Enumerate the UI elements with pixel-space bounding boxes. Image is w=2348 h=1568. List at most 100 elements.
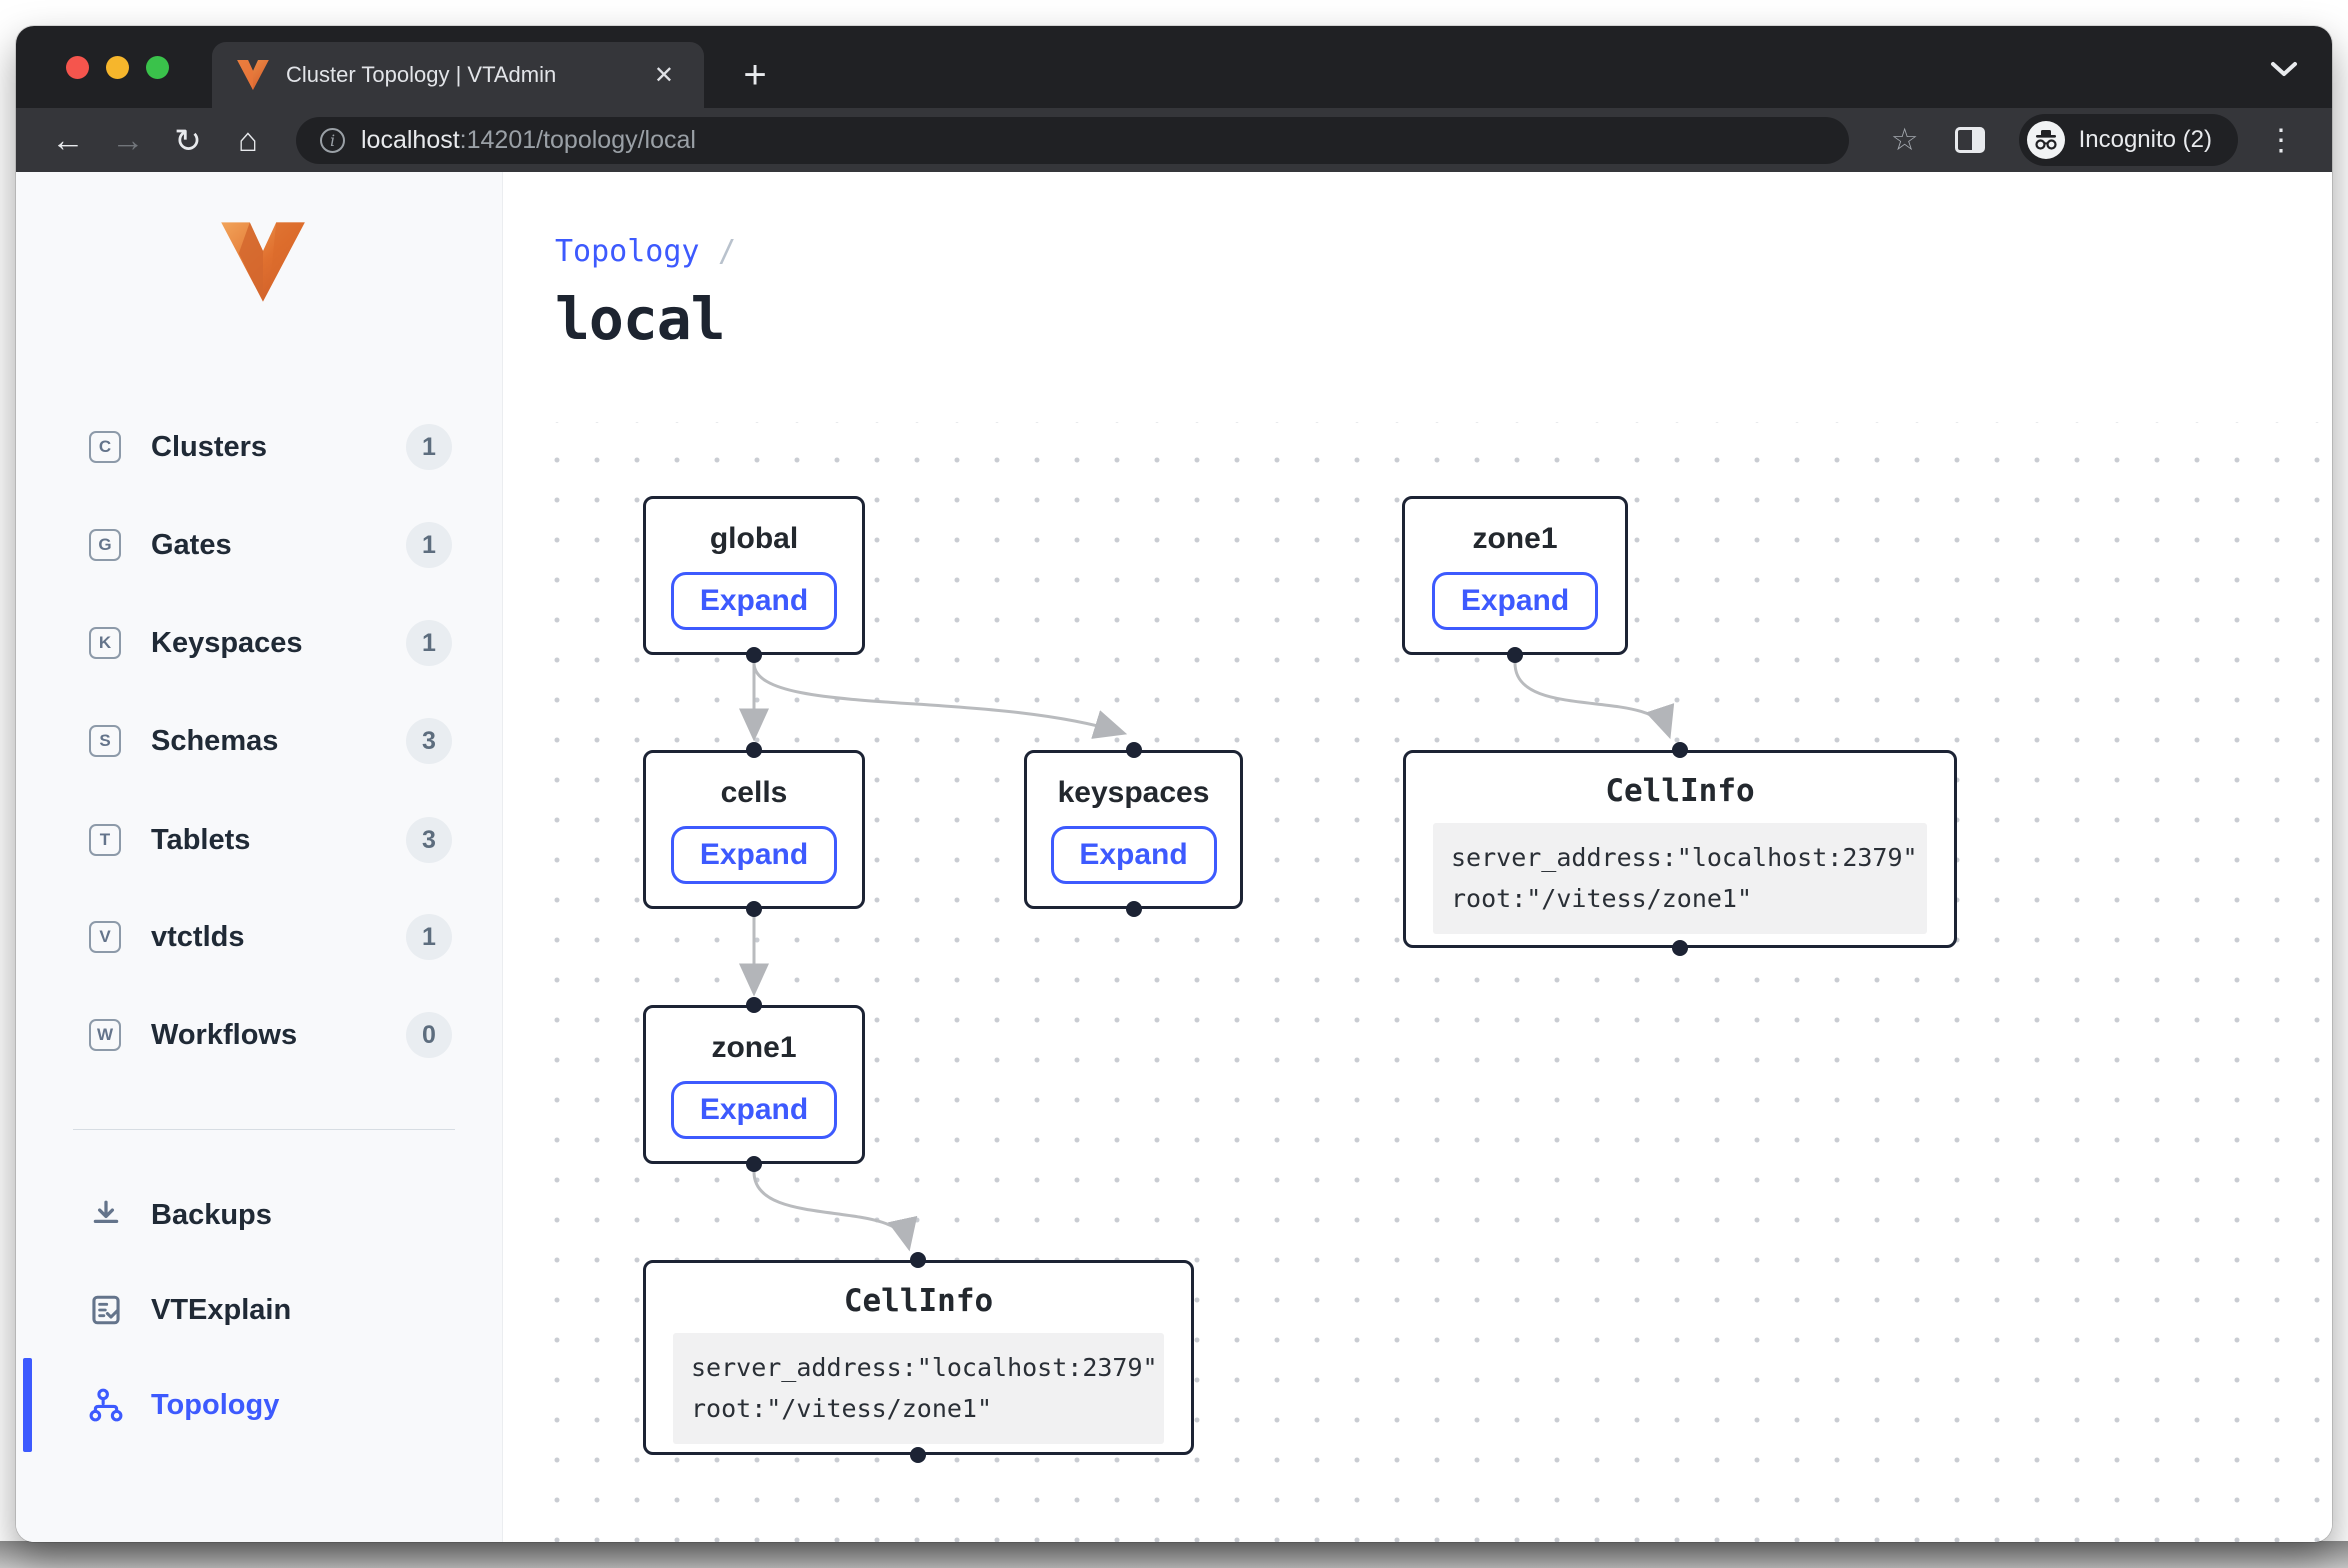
sidebar-item-schemas[interactable]: S Schemas 3 xyxy=(16,709,502,773)
expand-button-keyspaces[interactable]: Expand xyxy=(1050,825,1217,884)
sidebar-item-keyspaces[interactable]: K Keyspaces 1 xyxy=(16,611,502,675)
topology-icon xyxy=(89,1388,123,1422)
sidebar-item-label: Gates xyxy=(151,528,232,561)
keyspaces-letter-icon: K xyxy=(89,627,121,659)
url-host: localhost xyxy=(361,125,460,154)
clusters-letter-icon: C xyxy=(89,431,121,463)
node-zone1-bottom: zone1 Expand xyxy=(643,1005,865,1164)
new-tab-button[interactable]: + xyxy=(743,52,767,97)
node-title: cells xyxy=(720,775,788,809)
expand-button-zone1-top[interactable]: Expand xyxy=(1432,571,1598,630)
node-keyspaces: keyspaces Expand xyxy=(1024,750,1243,909)
node-title: keyspaces xyxy=(1057,775,1210,809)
sidebar-item-workflows[interactable]: W Workflows 0 xyxy=(16,1003,502,1067)
code-line: root:"/vitess/zone1" xyxy=(691,1393,993,1423)
expand-button-global[interactable]: Expand xyxy=(671,571,837,630)
home-icon[interactable]: ⌂ xyxy=(238,121,258,158)
sidebar-item-label: Topology xyxy=(151,1388,280,1421)
tab-search-chevron-icon[interactable] xyxy=(2264,52,2304,86)
page-title: local xyxy=(555,285,726,353)
sidebar-divider xyxy=(73,1129,455,1130)
incognito-icon xyxy=(2026,121,2065,159)
vitess-logo xyxy=(221,222,305,302)
forward-icon[interactable]: → xyxy=(111,121,145,158)
page-header: Topology / local xyxy=(555,234,736,353)
sidebar-item-topology[interactable]: Topology xyxy=(16,1373,502,1437)
workflows-letter-icon: W xyxy=(89,1019,121,1051)
incognito-badge[interactable]: Incognito (2) xyxy=(2018,114,2238,166)
desktop-background xyxy=(0,1541,2348,1568)
sidebar: C Clusters 1 G Gates 1 K Keyspaces 1 S S… xyxy=(16,172,503,1542)
code-line: server_address:"localhost:2379" xyxy=(1451,843,1918,872)
page-content: C Clusters 1 G Gates 1 K Keyspaces 1 S S… xyxy=(16,172,2332,1542)
active-item-indicator xyxy=(23,1358,32,1452)
sidebar-item-label: Keyspaces xyxy=(151,626,303,659)
code-line: server_address:"localhost:2379" xyxy=(691,1353,1158,1382)
tablets-letter-icon: T xyxy=(89,824,121,856)
sidebar-item-label: vtctlds xyxy=(151,920,245,953)
url-path: :14201/topology/local xyxy=(459,125,696,154)
url-text: localhost:14201/topology/local xyxy=(361,126,696,155)
minimize-window-button[interactable] xyxy=(106,56,129,79)
vitess-favicon-icon xyxy=(237,60,269,90)
vtexplain-icon xyxy=(92,1295,120,1325)
back-icon[interactable]: ← xyxy=(51,121,85,158)
node-cells: cells Expand xyxy=(643,750,865,909)
count-badge: 0 xyxy=(406,1012,452,1058)
sidebar-item-vtctlds[interactable]: V vtctlds 1 xyxy=(16,905,502,969)
vtctlds-letter-icon: V xyxy=(89,921,121,953)
node-global: global Expand xyxy=(643,496,865,655)
sidebar-item-label: Backups xyxy=(151,1198,272,1231)
side-panel-icon[interactable] xyxy=(1954,127,1985,153)
cellinfo-code-block: server_address:"localhost:2379" root:"/v… xyxy=(1433,823,1927,934)
sidebar-item-clusters[interactable]: C Clusters 1 xyxy=(16,415,502,479)
tab-close-icon[interactable]: ✕ xyxy=(653,61,674,89)
gates-letter-icon: G xyxy=(89,529,121,561)
browser-window: Cluster Topology | VTAdmin ✕ + ← → ↻ ⌂ i… xyxy=(16,26,2332,1542)
breadcrumb-topology-link[interactable]: Topology xyxy=(555,234,700,269)
sidebar-item-label: VTExplain xyxy=(151,1293,292,1326)
bookmark-star-icon[interactable]: ☆ xyxy=(1890,122,1919,157)
browser-toolbar: ← → ↻ ⌂ i localhost:14201/topology/local… xyxy=(16,108,2332,172)
node-zone1-top: zone1 Expand xyxy=(1402,496,1628,655)
breadcrumb-separator: / xyxy=(717,234,737,269)
tab-title: Cluster Topology | VTAdmin xyxy=(286,62,557,87)
close-window-button[interactable] xyxy=(66,56,89,79)
tab-strip: Cluster Topology | VTAdmin ✕ + xyxy=(16,26,2332,108)
count-badge: 3 xyxy=(406,817,452,863)
zoom-window-button[interactable] xyxy=(146,56,169,79)
site-info-icon[interactable]: i xyxy=(320,127,345,153)
sidebar-item-gates[interactable]: G Gates 1 xyxy=(16,513,502,577)
sidebar-item-vtexplain[interactable]: VTExplain xyxy=(16,1278,502,1342)
expand-button-zone1-bottom[interactable]: Expand xyxy=(671,1080,837,1139)
incognito-label: Incognito (2) xyxy=(2078,126,2212,153)
sidebar-item-label: Tablets xyxy=(151,823,251,856)
traffic-lights xyxy=(66,56,169,79)
browser-tab[interactable]: Cluster Topology | VTAdmin ✕ xyxy=(212,42,704,108)
code-line: root:"/vitess/zone1" xyxy=(1451,883,1753,913)
url-bar[interactable]: i localhost:14201/topology/local xyxy=(296,116,1849,164)
sidebar-item-label: Workflows xyxy=(151,1018,298,1051)
node-title: CellInfo xyxy=(1605,773,1755,809)
node-title: CellInfo xyxy=(843,1283,994,1319)
schemas-letter-icon: S xyxy=(89,725,121,757)
count-badge: 1 xyxy=(406,424,452,470)
count-badge: 1 xyxy=(406,522,452,568)
sidebar-item-label: Schemas xyxy=(151,724,279,757)
node-title: zone1 xyxy=(711,1030,797,1064)
sidebar-item-tablets[interactable]: T Tablets 3 xyxy=(16,808,502,872)
topology-main-pane: Topology / local global Expand zone1 Exp… xyxy=(503,172,2332,1542)
count-badge: 1 xyxy=(406,914,452,960)
node-cellinfo-bottom: CellInfo server_address:"localhost:2379"… xyxy=(643,1260,1194,1455)
reload-icon[interactable]: ↻ xyxy=(174,121,202,159)
sidebar-item-backups[interactable]: Backups xyxy=(16,1183,502,1247)
node-title: zone1 xyxy=(1472,521,1558,555)
expand-button-cells[interactable]: Expand xyxy=(671,825,837,884)
download-icon xyxy=(93,1200,119,1224)
count-badge: 1 xyxy=(406,620,452,666)
browser-menu-icon[interactable]: ⋮ xyxy=(2266,123,2296,157)
count-badge: 3 xyxy=(406,718,452,764)
node-title: global xyxy=(709,521,799,555)
sidebar-item-label: Clusters xyxy=(151,430,268,463)
